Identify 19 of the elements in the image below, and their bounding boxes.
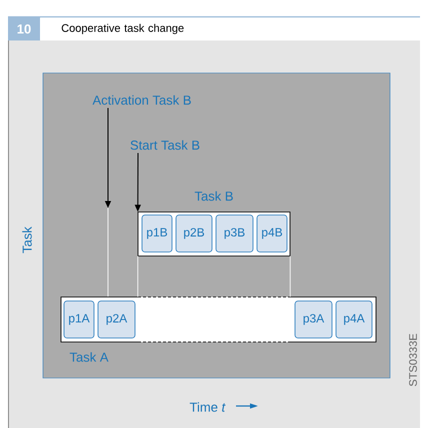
process-block: p3B	[216, 214, 254, 252]
guide-line	[137, 256, 138, 298]
process-block: p4A	[336, 300, 372, 338]
process-block: p1B	[142, 214, 172, 252]
event-label: Start Task B	[130, 140, 200, 150]
process-block: p2A	[98, 300, 136, 338]
node-label: Task A	[70, 352, 108, 362]
event-label: Activation Task B	[92, 95, 191, 105]
process-block: p2B	[176, 214, 212, 252]
guide-line	[290, 256, 291, 298]
node-label: Task B	[194, 191, 233, 201]
title: Cooperative task change	[40, 18, 420, 40]
process-block: p1A	[64, 300, 94, 338]
process-block: p3A	[294, 300, 332, 338]
axis-label: Time t	[190, 402, 226, 412]
process-block: p4B	[256, 214, 288, 252]
figure-code: STS0333E	[409, 334, 417, 386]
axis-label: Task	[22, 226, 32, 254]
figure-number: 10	[8, 18, 40, 40]
